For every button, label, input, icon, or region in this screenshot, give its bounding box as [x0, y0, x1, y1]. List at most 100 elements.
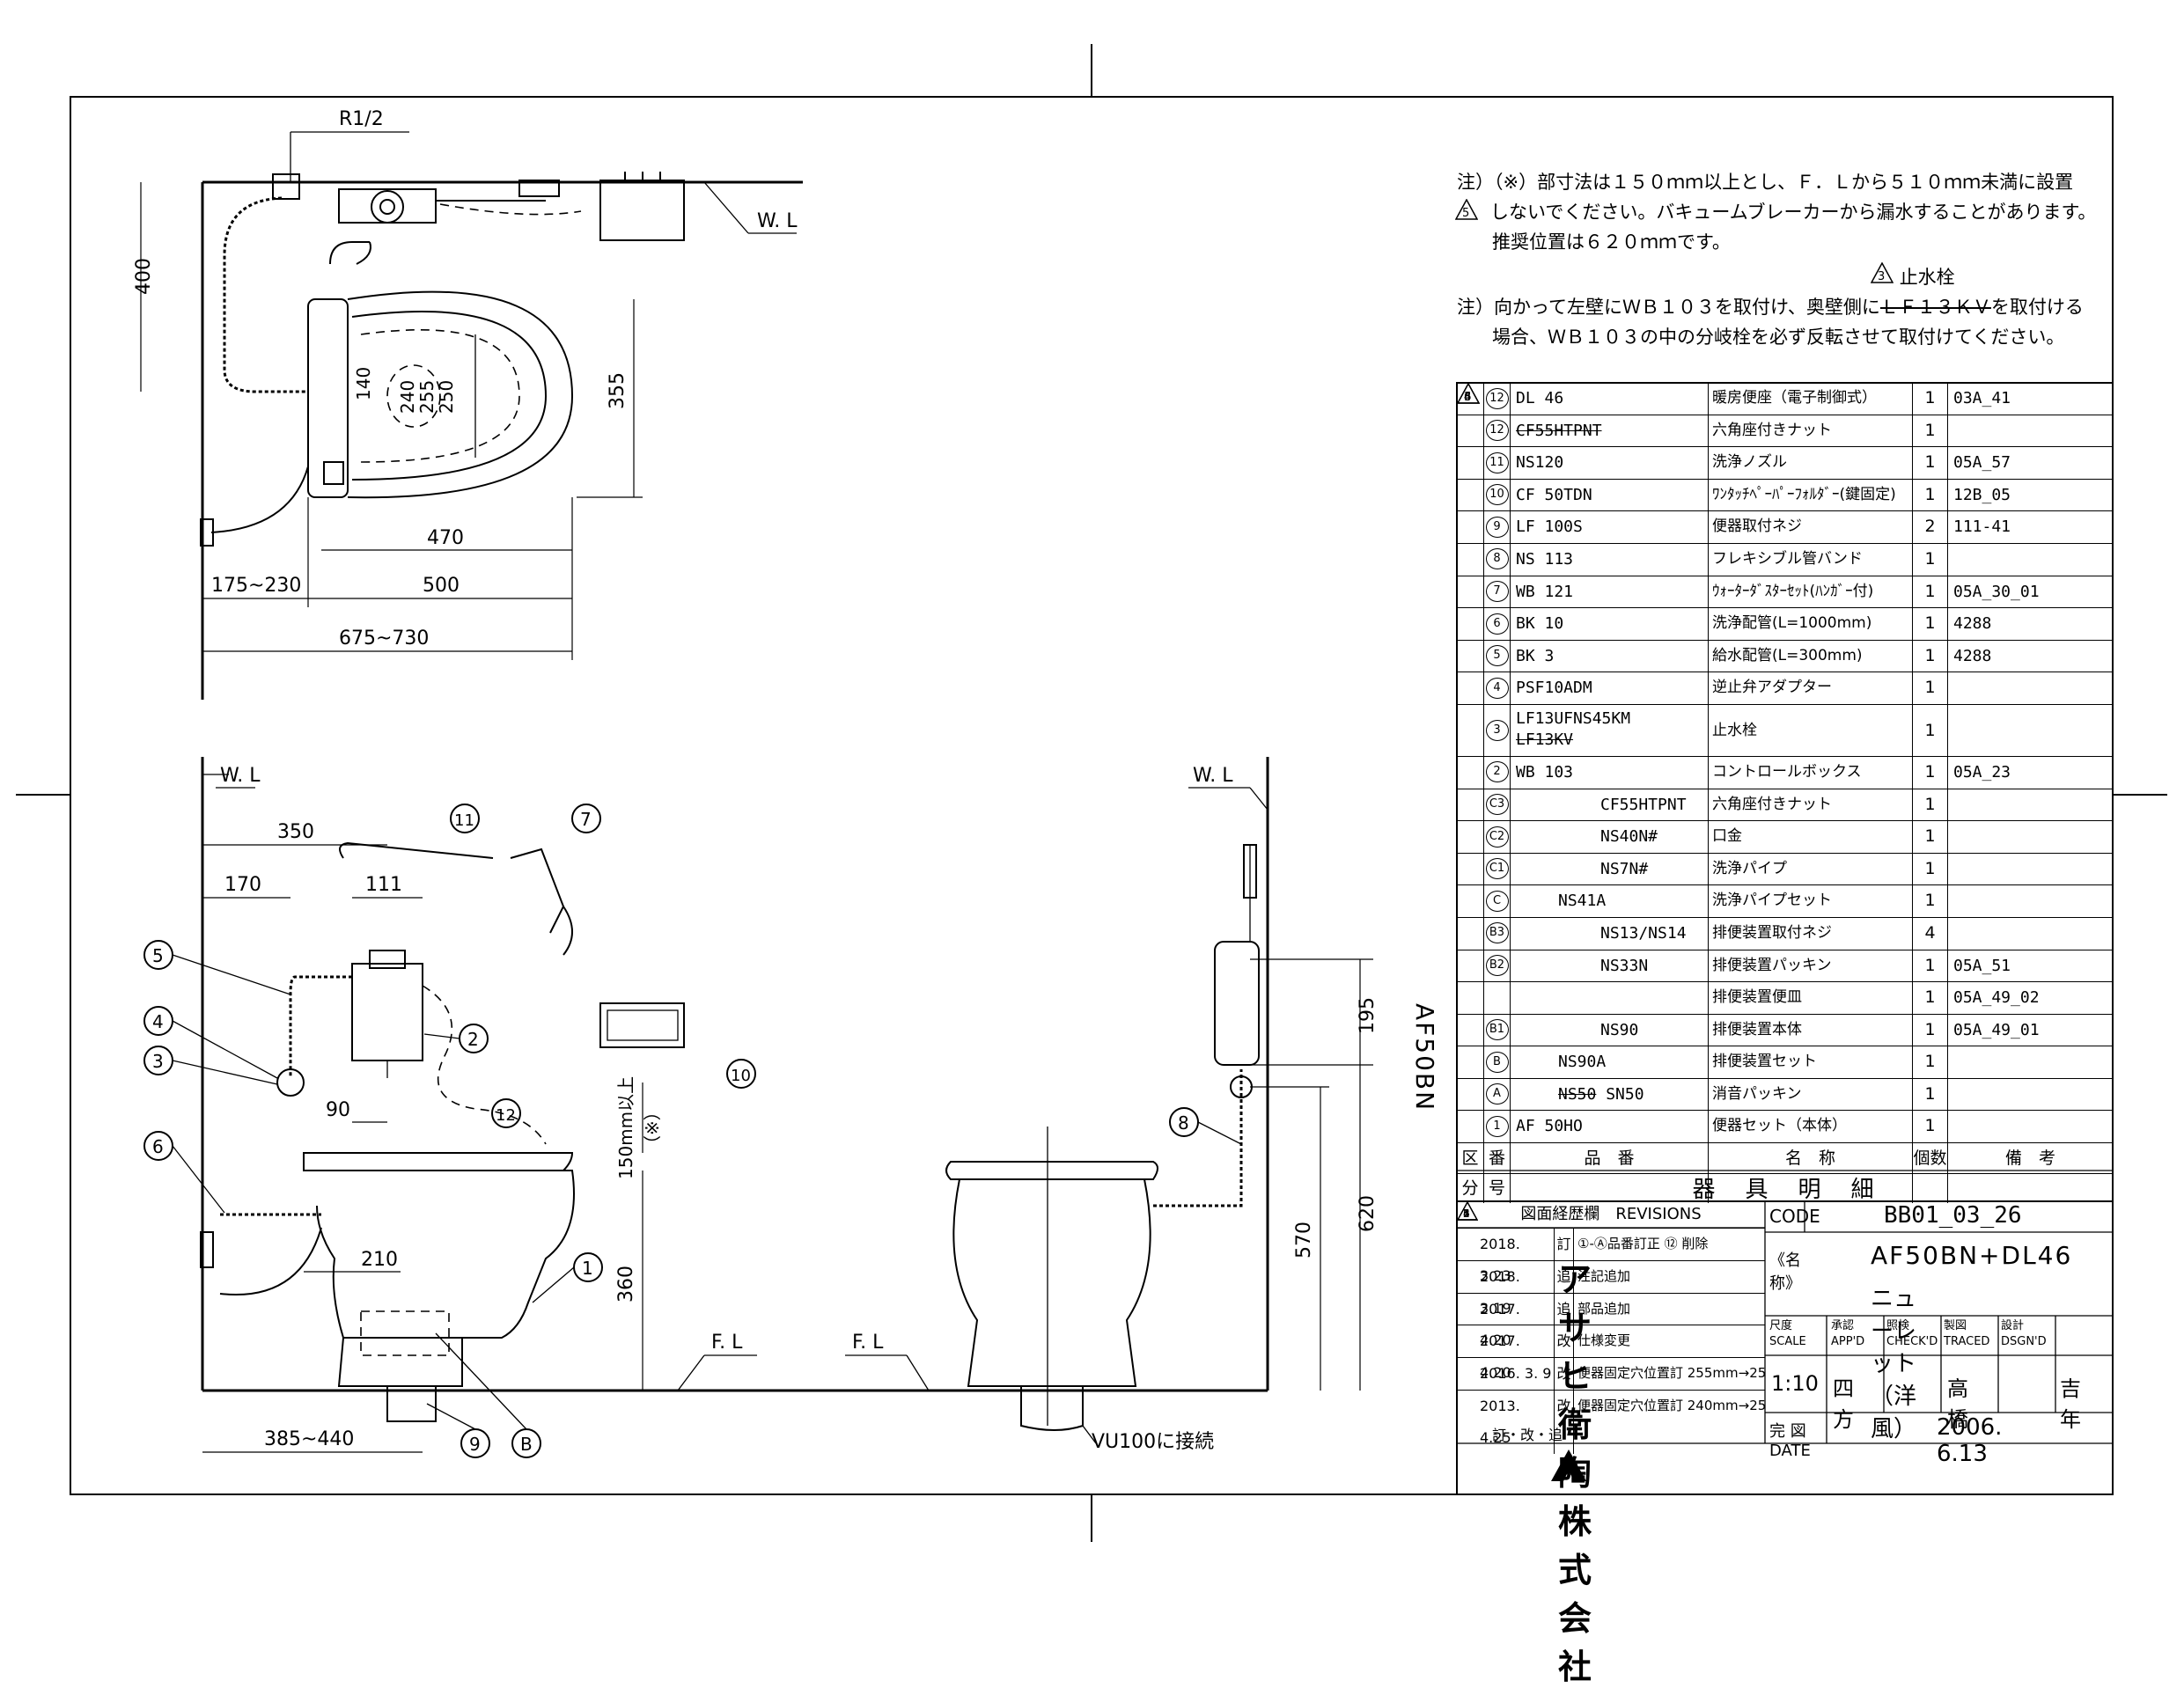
row-qty: 1: [1912, 1111, 1947, 1143]
row-qty: 1: [1912, 672, 1947, 704]
svg-text:7: 7: [580, 809, 592, 830]
row-revision: [1457, 918, 1483, 950]
row-hinban: BK 3: [1510, 640, 1708, 672]
revision-date: 2016. 3. 9: [1480, 1365, 1552, 1383]
row-number: 12: [1483, 415, 1510, 447]
code-label: CODE: [1769, 1206, 1820, 1227]
svg-text:1: 1: [582, 1258, 593, 1279]
row-qty: 1: [1912, 415, 1947, 447]
row-qty: 1: [1912, 704, 1947, 756]
row-number: B: [1483, 1046, 1510, 1078]
row-name: 六角座付きナット: [1708, 415, 1912, 447]
revision-triangle-icon: 3: [1871, 262, 1894, 289]
row-qty: 1: [1912, 608, 1947, 640]
svg-text:3: 3: [152, 1051, 164, 1072]
row-remark: 05A_51: [1947, 950, 2113, 982]
note2-line0: 止水栓: [1899, 267, 1955, 288]
svg-text:1: 1: [1463, 1207, 1470, 1220]
row-qty: 1: [1912, 885, 1947, 917]
dim-255: 255: [416, 380, 438, 414]
row-name: 便器取付ネジ: [1708, 511, 1912, 543]
row-number: C2: [1483, 821, 1510, 853]
svg-text:12: 12: [496, 1106, 516, 1125]
revision-date: 2018. 3.19: [1480, 1267, 1520, 1317]
row-remark: [1947, 853, 2113, 885]
side-fl-label: F. L: [852, 1332, 884, 1354]
row-number: 1: [1483, 1111, 1510, 1143]
row-remark: [1947, 543, 2113, 576]
dim-570: 570: [1293, 1222, 1315, 1259]
revision-triangle-icon: 1: [1457, 1201, 1480, 1454]
row-hinban: NS40N#: [1510, 821, 1708, 853]
row-number: C: [1483, 885, 1510, 917]
row-qty: 1: [1912, 853, 1947, 885]
row-name: 洗浄配管(L=1000mm): [1708, 608, 1912, 640]
parts-table-header: 区分 番号 品 番 名 称 個数 備 考: [1457, 1142, 2113, 1204]
row-remark: [1947, 821, 2113, 853]
revision-kind: 追: [1554, 1293, 1573, 1357]
row-number: 4: [1483, 672, 1510, 704]
row-revision: 4: [1457, 383, 1483, 479]
svg-text:3: 3: [1463, 1207, 1470, 1220]
scale-value: 1:10: [1771, 1371, 1819, 1396]
row-name: ｳｫｰﾀｰﾀﾞｽﾀｰｾｯﾄ(ﾊﾝｶﾞｰ付): [1708, 576, 1912, 608]
svg-text:5: 5: [152, 945, 164, 966]
revision-kind: 改: [1554, 1358, 1573, 1390]
row-revision: [1457, 821, 1483, 853]
revision-text: 便器固定穴位置訂 255mm→250mm: [1573, 1358, 1765, 1390]
row-remark: [1947, 704, 2113, 756]
row-number: 12: [1483, 383, 1510, 415]
parts-table-model: AF50BN: [1410, 1003, 1439, 1112]
row-name: 排便装置セット: [1708, 1046, 1912, 1078]
row-qty: 1: [1912, 756, 1947, 789]
row-hinban: CF55HTPNT: [1510, 789, 1708, 821]
callout-9: 9: [460, 1428, 490, 1458]
row-remark: [1947, 917, 2113, 950]
row-remark: 4288: [1947, 640, 2113, 672]
callout-2: 2: [459, 1024, 489, 1053]
row-qty: 1: [1912, 383, 1947, 415]
revision-text: 便器固定穴位置訂 240mm→255mm: [1573, 1390, 1765, 1454]
asahi-logo-icon: [1551, 1449, 1586, 1481]
row-remark: [1947, 672, 2113, 704]
svg-text:6: 6: [1464, 391, 1471, 404]
code-value: BB01_03_26: [1884, 1202, 2022, 1229]
row-hinban: CF 50TDN: [1510, 479, 1708, 511]
row-remark: 03A_41: [1947, 383, 2113, 415]
revision-text: 仕様変更: [1573, 1325, 1765, 1389]
dim-500: 500: [423, 575, 460, 597]
revision-kind: 改: [1554, 1390, 1573, 1454]
row-remark: 05A_30_01: [1947, 576, 2113, 608]
row-qty: 1: [1912, 479, 1947, 511]
revision-triangle-icon: 5: [1455, 199, 1478, 220]
row-hinban: NS33N: [1510, 950, 1708, 982]
dim-400: 400: [133, 258, 155, 295]
row-hinban: NS90: [1510, 1014, 1708, 1046]
revision-kind: 訂: [1554, 1229, 1573, 1292]
row-remark: [1947, 415, 2113, 447]
row-qty: 1: [1912, 950, 1947, 982]
note1-line3: 推奨位置は６２０ｍｍです。: [1492, 231, 1731, 253]
svg-text:2: 2: [1463, 1207, 1470, 1220]
dim-675: 675~730: [339, 627, 429, 650]
callout-4: 4: [143, 1006, 173, 1036]
row-qty: 1: [1912, 982, 1947, 1014]
row-number: C1: [1483, 853, 1510, 885]
note2-struck: ＬＦ１３ＫＶ: [1879, 297, 1991, 318]
r12-label: R1/2: [339, 108, 384, 130]
row-name: 止水栓: [1708, 704, 1912, 756]
revision-kind: 改: [1554, 1325, 1573, 1389]
